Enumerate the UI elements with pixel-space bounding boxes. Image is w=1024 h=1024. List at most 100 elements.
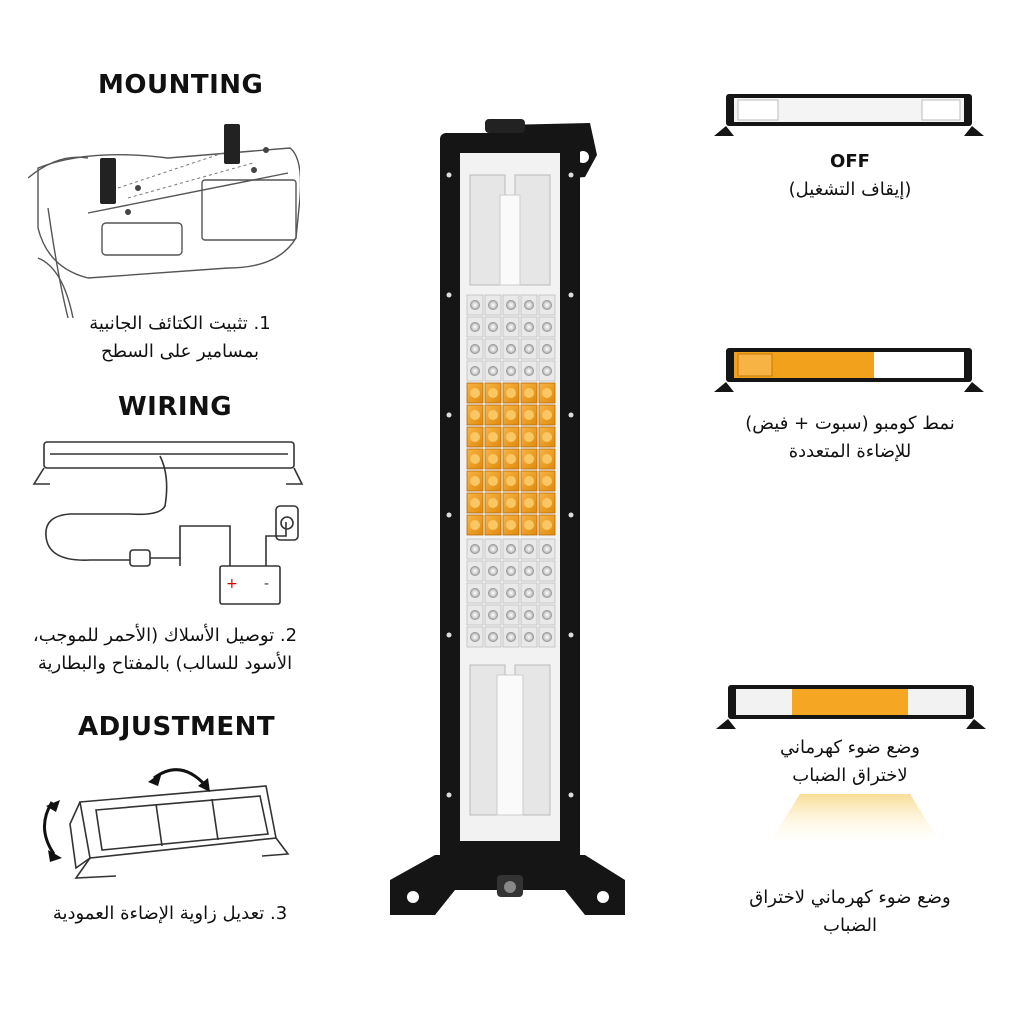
white-led-dot (488, 566, 498, 576)
white-led-dot (470, 366, 480, 376)
white-led-dot (542, 544, 552, 554)
white-led-dot (524, 544, 534, 554)
amber-led-dot (506, 520, 516, 530)
amber-led-dot (524, 454, 534, 464)
white-led-dot (542, 344, 552, 354)
white-led-dot (524, 588, 534, 598)
white-led-dot (488, 610, 498, 620)
light-bar-vertical (390, 119, 625, 915)
battery-minus-label: - (264, 576, 269, 592)
mounting-caption: 1. تثبيت الكتائف الجانبية بمسامير على ال… (60, 310, 300, 366)
white-led-dot (506, 632, 516, 642)
combo-caption: نمط كومبو (سبوت + فيض) للإضاءة المتعددة (720, 410, 980, 466)
white-led-dot (506, 566, 516, 576)
amber-led-dot (470, 410, 480, 420)
white-led-dot (524, 610, 534, 620)
amber-caption-line1: وضع ضوء كهرماني (780, 737, 920, 758)
light-bar-off (714, 94, 984, 136)
amber-led-dot (542, 388, 552, 398)
amber-led-dot (470, 498, 480, 508)
light-bar-combo (714, 348, 984, 392)
white-led-dot (506, 344, 516, 354)
wiring-heading: WIRING (118, 392, 233, 422)
white-led-dot (506, 300, 516, 310)
amber-led-dot (542, 410, 552, 420)
bottom-caption-line1: وضع ضوء كهرماني لاختراق (749, 887, 951, 908)
amber-led-dot (488, 520, 498, 530)
combo-caption-line1: نمط كومبو (سبوت + فيض) (745, 413, 955, 434)
mounting-caption-line1: 1. تثبيت الكتائف الجانبية (89, 313, 271, 334)
led-grid-amber (466, 382, 556, 536)
white-led-dot (470, 588, 480, 598)
amber-led-dot (488, 388, 498, 398)
amber-led-dot (488, 410, 498, 420)
combo-caption-line2: للإضاءة المتعددة (788, 441, 912, 462)
amber-led-dot (470, 388, 480, 398)
bottom-caption-line2: الضباب (823, 915, 877, 936)
battery-plus-label: + (226, 576, 238, 592)
white-led-dot (470, 610, 480, 620)
amber-led-dot (524, 410, 534, 420)
white-led-dot (506, 588, 516, 598)
amber-led-dot (542, 476, 552, 486)
amber-led-dot (542, 498, 552, 508)
white-led-dot (506, 610, 516, 620)
amber-led-dot (506, 476, 516, 486)
amber-led-dot (506, 388, 516, 398)
led-grid-white-bottom (466, 538, 556, 648)
white-led-dot (470, 344, 480, 354)
white-led-dot (524, 366, 534, 376)
light-bar-amber (716, 685, 986, 729)
wiring-caption-line1: 2. توصيل الأسلاك (الأحمر للموجب، (32, 625, 298, 646)
wiring-caption-line2: الأسود للسالب) بالمفتاح والبطارية (37, 653, 293, 674)
off-title: OFF (830, 151, 870, 172)
top-reflector (469, 174, 551, 286)
amber-caption: وضع ضوء كهرماني لاختراق الضباب (720, 734, 980, 790)
white-led-dot (488, 344, 498, 354)
white-led-dot (542, 610, 552, 620)
amber-led-dot (542, 432, 552, 442)
white-led-dot (506, 322, 516, 332)
white-led-dot (488, 366, 498, 376)
amber-led-dot (524, 498, 534, 508)
amber-led-dot (488, 498, 498, 508)
amber-led-dot (524, 520, 534, 530)
led-grid-white-top (466, 294, 556, 382)
amber-led-dot (506, 410, 516, 420)
amber-led-dot (542, 454, 552, 464)
adjustment-heading: ADJUSTMENT (78, 712, 276, 742)
white-led-dot (470, 300, 480, 310)
white-led-dot (524, 344, 534, 354)
mounting-caption-line2: بمسامير على السطح (100, 341, 260, 362)
white-led-dot (470, 632, 480, 642)
wiring-illustration: + - (32, 441, 304, 605)
adjustment-illustration (43, 768, 290, 879)
white-led-dot (488, 588, 498, 598)
amber-led-dot (506, 454, 516, 464)
amber-led-dot (506, 498, 516, 508)
white-led-dot (542, 300, 552, 310)
white-led-dot (488, 544, 498, 554)
amber-led-dot (470, 520, 480, 530)
bottom-caption: وضع ضوء كهرماني لاختراق الضباب (720, 884, 980, 940)
amber-led-dot (470, 432, 480, 442)
white-led-dot (524, 566, 534, 576)
amber-led-dot (506, 432, 516, 442)
amber-led-dot (470, 454, 480, 464)
adjustment-caption: 3. تعديل زاوية الإضاءة العمودية (52, 903, 288, 924)
mounting-heading: MOUNTING (98, 70, 264, 100)
bottom-reflector (469, 664, 551, 816)
white-led-dot (542, 632, 552, 642)
white-led-dot (488, 322, 498, 332)
white-led-dot (506, 544, 516, 554)
white-led-dot (488, 632, 498, 642)
white-led-dot (488, 300, 498, 310)
white-led-dot (542, 566, 552, 576)
white-led-dot (470, 544, 480, 554)
amber-led-dot (542, 520, 552, 530)
amber-glow (770, 794, 940, 842)
amber-led-dot (488, 476, 498, 486)
white-led-dot (524, 632, 534, 642)
amber-led-dot (488, 432, 498, 442)
amber-led-dot (524, 476, 534, 486)
